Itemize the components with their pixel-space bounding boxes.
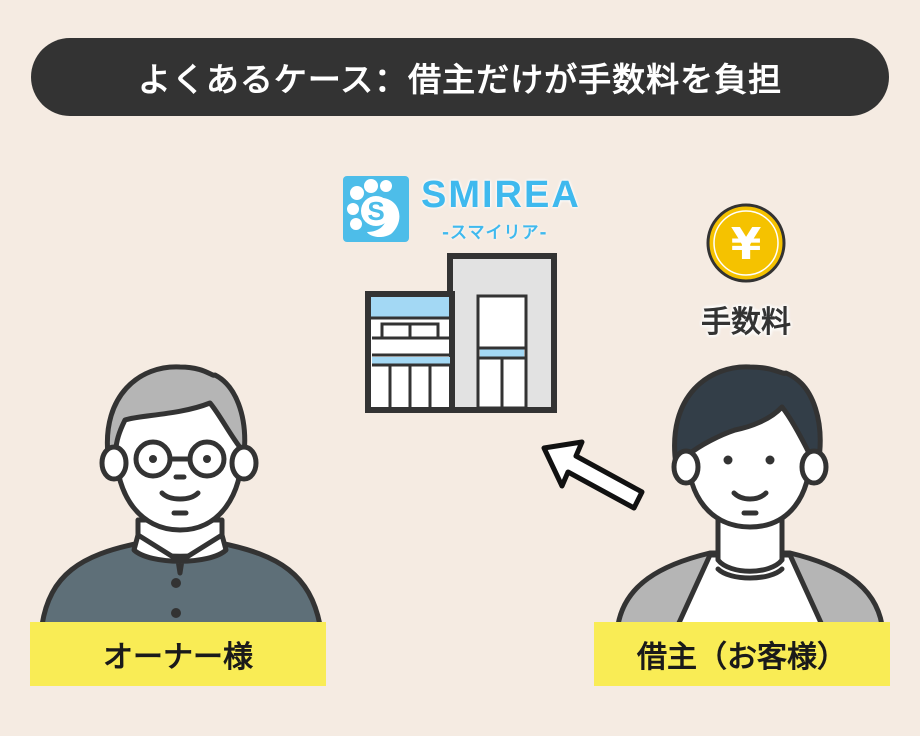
fee-indicator: ¥ 手数料 <box>686 203 806 343</box>
smirea-paw-icon: S <box>343 176 409 242</box>
smirea-logo: S SMIREA -スマイリア- <box>343 174 581 246</box>
borrower-label: 借主（お客様） <box>594 622 890 686</box>
logo-subtitle: -スマイリア- <box>442 223 548 243</box>
title-text: よくあるケース：借主だけが手数料を負担 <box>137 60 783 99</box>
payment-arrow-icon <box>530 430 650 524</box>
yen-coin-icon: ¥ <box>706 203 786 283</box>
owner-label: オーナー様 <box>30 622 326 686</box>
owner-illustration <box>30 355 330 639</box>
title-banner: よくあるケース：借主だけが手数料を負担 <box>31 38 889 116</box>
svg-text:S: S <box>367 196 384 226</box>
building-icon <box>362 252 560 418</box>
borrower-illustration <box>600 355 900 639</box>
logo-name: SMIREA <box>421 174 581 216</box>
svg-text:¥: ¥ <box>731 219 762 270</box>
fee-label: 手数料 <box>701 305 791 340</box>
